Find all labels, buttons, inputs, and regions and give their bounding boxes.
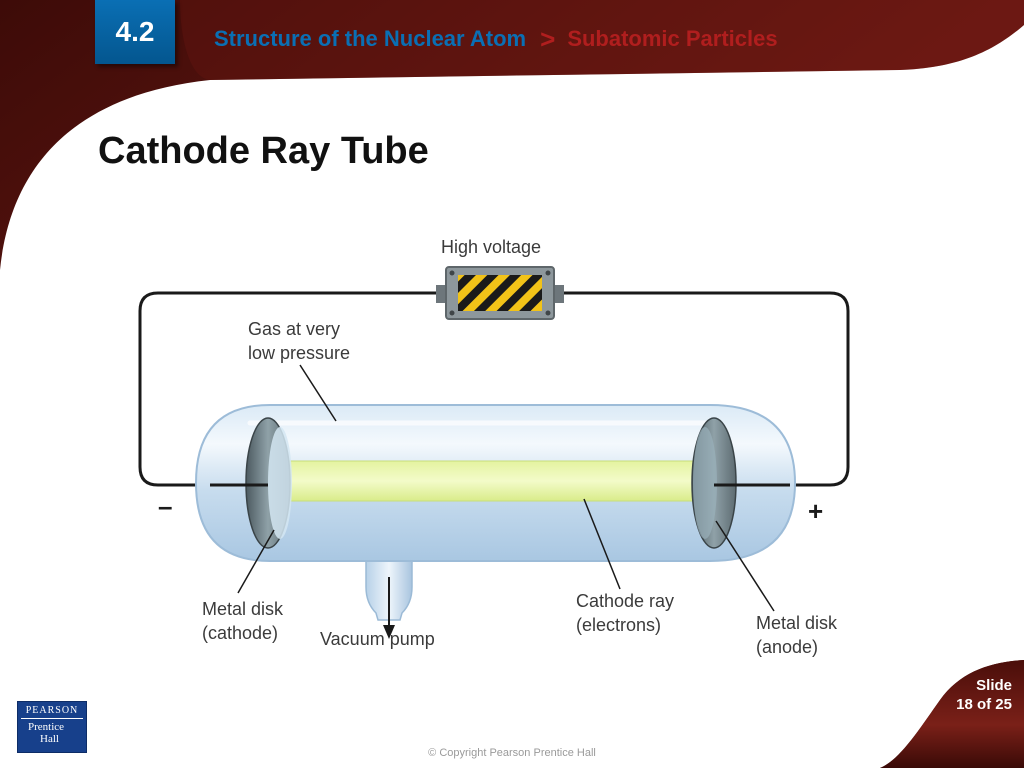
- breadcrumb-current[interactable]: Subatomic Particles: [567, 26, 778, 51]
- label-anode-line2: (anode): [756, 637, 818, 657]
- copyright-footer: © Copyright Pearson Prentice Hall: [428, 747, 596, 759]
- label-anode-line1: Metal disk: [756, 613, 838, 633]
- leader-ray: [583, 498, 621, 590]
- breadcrumb: Structure of the Nuclear Atom > Subatomi…: [214, 24, 778, 54]
- label-ray-line1: Cathode ray: [576, 591, 674, 611]
- label-cathode-line2: (cathode): [202, 623, 278, 643]
- page-title: Cathode Ray Tube: [98, 130, 429, 172]
- leader-gas: [299, 364, 337, 422]
- label-vacuum-pump: Vacuum pump: [320, 629, 435, 649]
- label-cathode-line1: Metal disk: [202, 599, 284, 619]
- cathode-ray-beam: [269, 460, 699, 502]
- slide-counter: Slide 18 of 25: [956, 676, 1012, 714]
- logo-line1: Prentice: [28, 721, 65, 733]
- label-ray-line2: (electrons): [576, 615, 661, 635]
- logo-line2: Hall: [40, 733, 59, 745]
- vacuum-pump-arrow: [383, 577, 395, 639]
- breadcrumb-separator: >: [540, 23, 556, 54]
- section-number-badge: 4.2: [95, 0, 175, 64]
- label-negative-terminal: –: [158, 491, 172, 521]
- breadcrumb-chapter[interactable]: Structure of the Nuclear Atom: [214, 26, 527, 51]
- label-positive-terminal: +: [808, 496, 823, 526]
- leader-cathode: [237, 529, 275, 594]
- leader-anode: [715, 520, 775, 612]
- cathode-ray-tube-diagram: High voltage Gas at very low pressure – …: [138, 237, 850, 657]
- circuit-wire: [138, 291, 850, 487]
- high-voltage-source: [436, 266, 564, 320]
- slide-counter-label: Slide: [976, 677, 1012, 694]
- label-high-voltage: High voltage: [441, 237, 541, 257]
- label-gas-line1: Gas at very: [248, 319, 340, 339]
- anode-disk: [691, 417, 737, 549]
- slide-counter-position: 18 of 25: [956, 696, 1012, 713]
- cathode-disk: [245, 417, 292, 549]
- logo-brand: PEARSON: [21, 702, 83, 719]
- label-gas-line2: low pressure: [248, 343, 350, 363]
- pearson-prentice-hall-logo: PEARSON Prentice Hall: [17, 701, 87, 753]
